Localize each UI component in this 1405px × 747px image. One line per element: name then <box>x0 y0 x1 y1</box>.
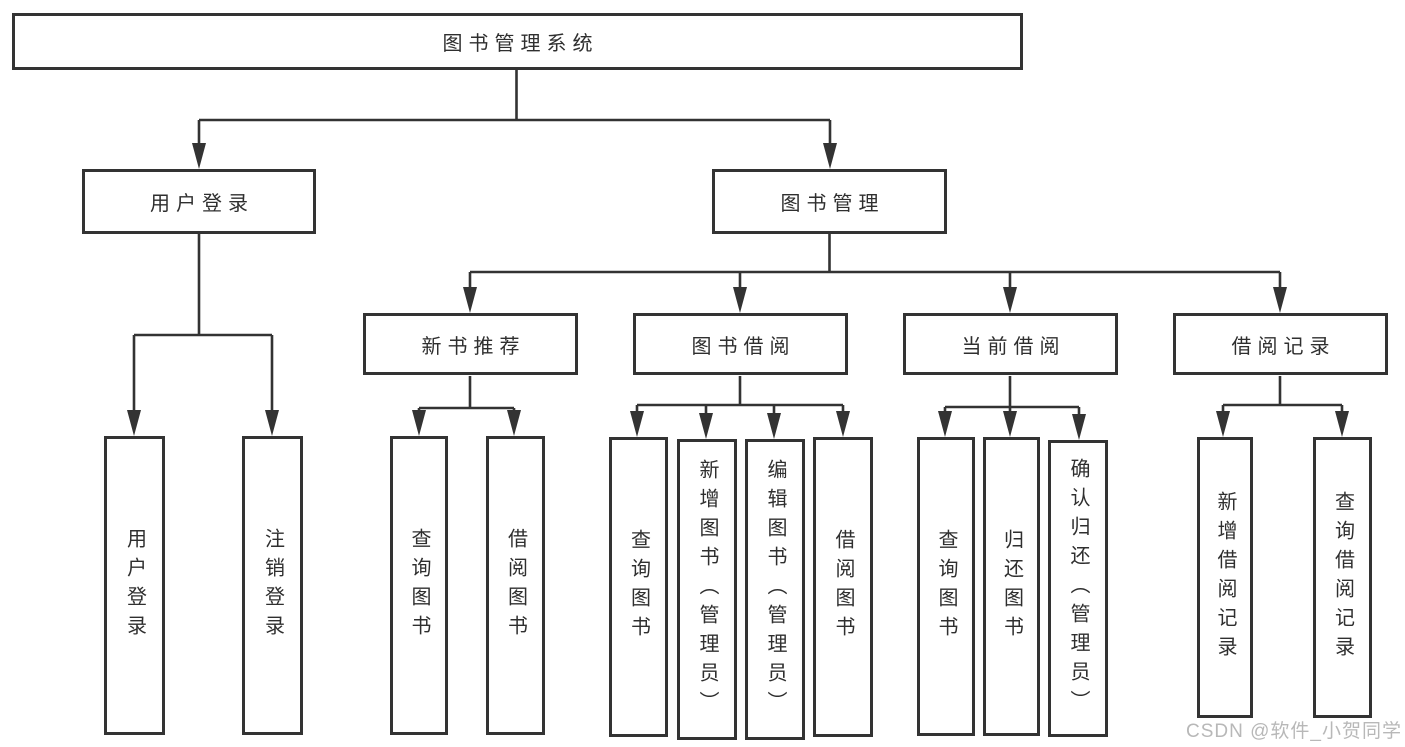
node-book-borrow: 图书借阅 <box>633 313 848 375</box>
leaf-user-login: 用户登录 <box>104 436 165 735</box>
leaf-record-query: 查询借阅记录 <box>1313 437 1372 718</box>
leaf-current-query: 查询图书 <box>917 437 975 736</box>
node-borrow-record: 借阅记录 <box>1173 313 1388 375</box>
leaf-borrow-add-admin: 新增图书（管理员） <box>677 439 737 740</box>
node-root: 图书管理系统 <box>12 13 1023 70</box>
node-current-borrow: 当前借阅 <box>903 313 1118 375</box>
leaf-current-confirm-admin: 确认归还（管理员） <box>1048 440 1108 737</box>
leaf-borrow-borrow: 借阅图书 <box>813 437 873 737</box>
leaf-newbook-borrow: 借阅图书 <box>486 436 545 735</box>
leaf-logout: 注销登录 <box>242 436 303 735</box>
watermark: CSDN @软件_小贺同学 <box>1186 721 1402 742</box>
arrowheads <box>127 143 1349 440</box>
node-new-book: 新书推荐 <box>363 313 578 375</box>
leaf-record-add: 新增借阅记录 <box>1197 437 1253 718</box>
node-book-management: 图书管理 <box>712 169 947 234</box>
node-user-login: 用户登录 <box>82 169 316 234</box>
connector-rails <box>132 70 1344 417</box>
leaf-current-return: 归还图书 <box>983 437 1040 736</box>
leaf-borrow-edit-admin: 编辑图书（管理员） <box>745 439 805 740</box>
leaf-borrow-query: 查询图书 <box>609 437 668 737</box>
leaf-newbook-query: 查询图书 <box>390 436 448 735</box>
